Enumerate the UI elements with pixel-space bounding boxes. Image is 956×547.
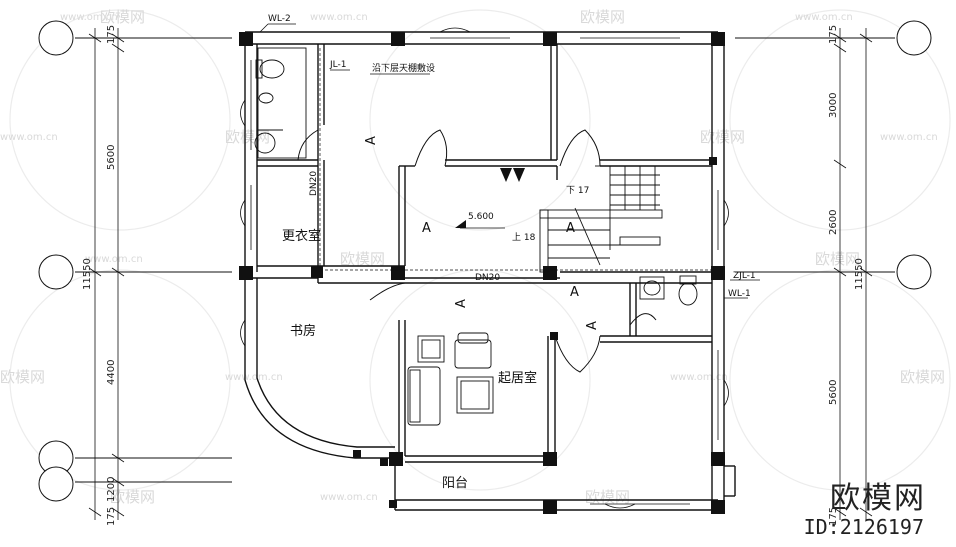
watermark-brand: 欧模网 xyxy=(0,368,45,386)
watermark-brand: 欧模网 xyxy=(110,488,155,506)
dimension-left xyxy=(88,28,125,520)
watermark-brand: 欧模网 xyxy=(815,250,860,268)
label-zjl1: ZJL-1 xyxy=(733,271,756,281)
label-ceiling-note: 沿下层天棚敷设 xyxy=(372,62,435,74)
label-stair-up: 上 18 xyxy=(512,232,536,243)
watermark-brand: 欧模网 xyxy=(700,128,745,146)
room-study: 书房 xyxy=(290,323,316,339)
marker-a: A xyxy=(585,321,600,330)
marker-a: A xyxy=(422,221,431,236)
marker-a: A xyxy=(364,136,379,145)
label-elevation: 5.600 xyxy=(468,212,494,222)
watermark-site: www.om.cn xyxy=(0,132,58,143)
dim-left-0: 175 xyxy=(106,25,117,44)
room-dressing: 更衣室 xyxy=(282,228,321,244)
watermark-layer: www.om.cn 欧模网 www.om.cn 欧模网 www.om.cn ww… xyxy=(0,8,951,506)
room-living: 起居室 xyxy=(498,370,537,386)
pipes xyxy=(260,43,712,271)
stamp-brand: 欧模网 xyxy=(830,481,926,516)
watermark-brand: 欧模网 xyxy=(340,250,385,268)
watermark-brand: 欧模网 xyxy=(225,128,270,146)
dim-right-0: 175 xyxy=(828,25,839,44)
watermark-site: www.om.cn xyxy=(60,12,118,23)
marker-a: A xyxy=(570,285,579,300)
watermark-site: www.om.cn xyxy=(670,372,728,383)
watermark-brand: 欧模网 xyxy=(900,368,945,386)
label-wl1: WL-1 xyxy=(728,289,751,299)
dim-left-5: 175 xyxy=(106,507,117,526)
watermark-brand: 欧模网 xyxy=(100,8,145,26)
dim-right-5: 175 xyxy=(828,507,839,526)
dim-left-3: 4400 xyxy=(106,360,117,385)
watermark-site: www.om.cn xyxy=(310,12,368,23)
watermark-brand: 欧模网 xyxy=(580,8,625,26)
axis-markers xyxy=(38,20,932,502)
marker-a: A xyxy=(566,221,575,236)
columns xyxy=(239,32,725,514)
dim-right-2: 2600 xyxy=(828,210,839,235)
watermark-site: www.om.cn xyxy=(320,492,378,503)
label-dn20-horizontal: DN20 xyxy=(475,273,500,283)
watermark-site: www.om.cn xyxy=(795,12,853,23)
dim-right-1: 3000 xyxy=(828,93,839,118)
dim-left-4: 1200 xyxy=(106,477,117,502)
label-jl1: JL-1 xyxy=(329,60,346,70)
dim-right-3: 11550 xyxy=(854,258,865,290)
doors xyxy=(297,129,657,373)
walls xyxy=(244,31,736,511)
dim-left-2: 11550 xyxy=(82,258,93,290)
watermark-site: www.om.cn xyxy=(225,372,283,383)
label-stair-down: 下 17 xyxy=(566,186,589,196)
section-markers xyxy=(455,168,525,228)
dim-left-1: 5600 xyxy=(106,145,117,170)
label-wl2: WL-2 xyxy=(268,14,291,24)
watermark-brand: 欧模网 xyxy=(585,488,630,506)
marker-a: A xyxy=(454,299,469,308)
annotation-leaders xyxy=(259,23,760,299)
watermark-site: www.om.cn xyxy=(880,132,938,143)
room-balcony: 阳台 xyxy=(442,476,468,491)
label-dn20-vertical: DN20 xyxy=(309,171,319,196)
dim-right-4: 5600 xyxy=(828,380,839,405)
windows xyxy=(240,27,729,509)
watermark-site: www.om.cn xyxy=(85,254,143,265)
fixtures xyxy=(254,47,698,426)
stamp-id: ID:2126197 xyxy=(803,515,924,539)
dimension-right xyxy=(833,28,873,520)
